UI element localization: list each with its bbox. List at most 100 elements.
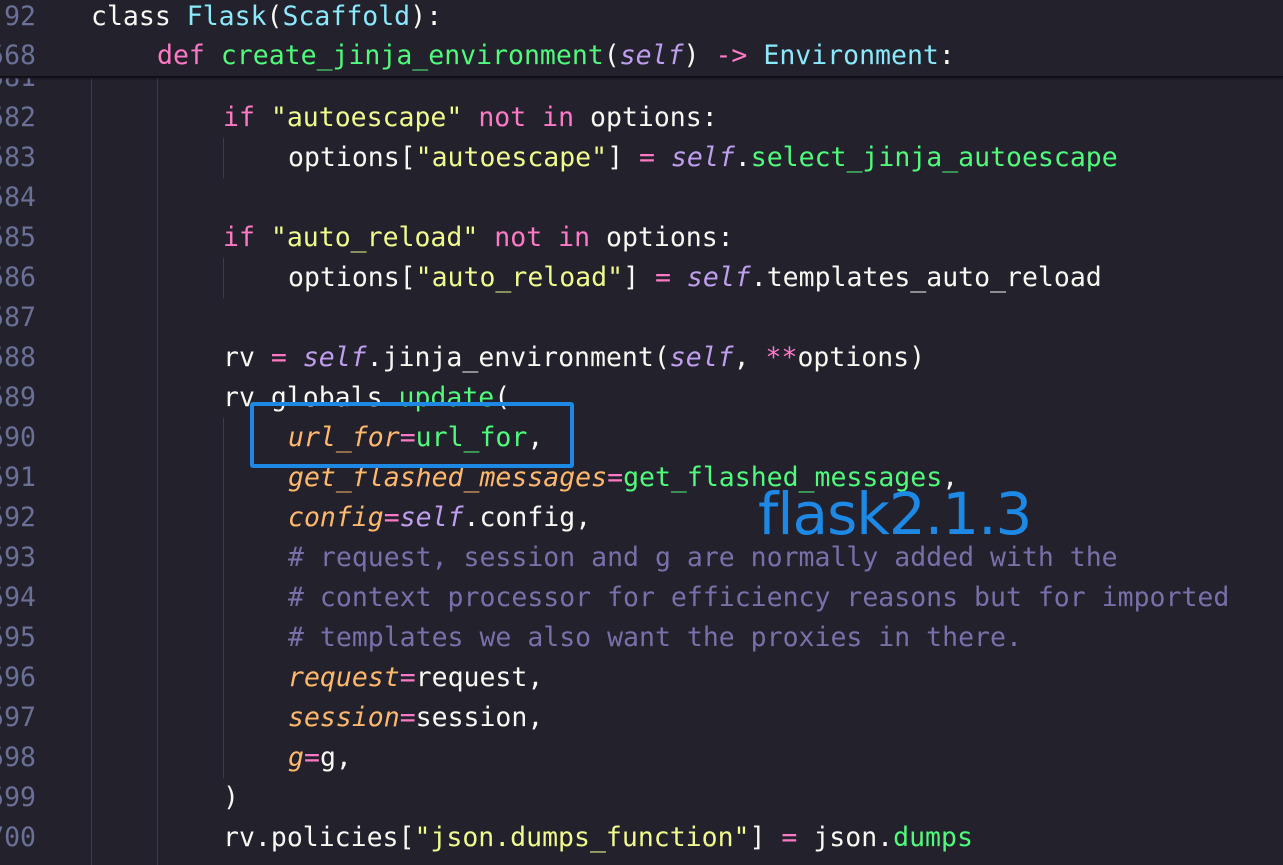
code-token: get_flashed_messages [623, 462, 943, 493]
code-line[interactable]: 596 request=request, [0, 658, 1283, 698]
code-token: , [527, 422, 544, 453]
code-line[interactable]: 584 [0, 178, 1283, 218]
code-token: update [398, 382, 495, 413]
code-token [255, 222, 271, 253]
code-token: ): [410, 1, 443, 32]
code-token: ] [607, 142, 640, 173]
code-token: not [478, 102, 527, 133]
code-line[interactable]: 598g=g, [0, 738, 1283, 778]
line-number: 582 [0, 102, 36, 133]
code-token: ( [266, 1, 283, 32]
line-number: 596 [0, 662, 36, 693]
code-token [255, 102, 271, 133]
code-token: .templates_auto_reload [750, 262, 1102, 293]
version-annotation: flask2.1.3 [758, 480, 1032, 548]
code-token: = [607, 462, 624, 493]
code-line[interactable]: 582 if "autoescape" not in options: [0, 98, 1283, 138]
code-token: .jinja_environment( [366, 342, 670, 373]
code-token: # request, session and g are normally ad… [288, 542, 1118, 573]
code-token: "json.dumps_function" [414, 822, 750, 853]
code-token [478, 222, 494, 253]
code-text: # templates we also want the proxies in … [288, 618, 1022, 658]
code-line[interactable]: 594 # context processor for efficiency re… [0, 578, 1283, 618]
code-text: rv = self.jinja_environment(self, **opti… [223, 338, 925, 378]
code-token: rv [223, 342, 271, 373]
code-line[interactable]: 595# templates we also want the proxies … [0, 618, 1283, 658]
line-number: 592 [0, 502, 36, 533]
code-token: select_jinja_autoescape [750, 142, 1118, 173]
line-number: 589 [0, 382, 36, 413]
code-line[interactable]: 588 rv = self.jinja_environment(self, **o… [0, 338, 1283, 378]
code-line[interactable]: 590url_for=url_for, [0, 418, 1283, 458]
code-token: def [157, 40, 205, 71]
code-text: request=request, [288, 658, 543, 698]
line-number: 586 [0, 262, 36, 293]
code-token [671, 262, 687, 293]
code-text: options["autoescape"] = self.select_jinj… [288, 138, 1118, 178]
code-line[interactable]: 587 [0, 298, 1283, 338]
code-token: not [494, 222, 543, 253]
code-token: create_jinja_environment [220, 40, 604, 71]
line-number: 585 [0, 222, 36, 253]
code-token: ] [749, 822, 782, 853]
line-number: 594 [0, 582, 36, 613]
code-line[interactable]: 568def create_jinja_environment(self) ->… [0, 36, 1283, 76]
code-token: .config, [463, 502, 592, 533]
code-token: in [558, 222, 591, 253]
code-line[interactable]: 583 options["autoescape"] = self.select_j… [0, 138, 1283, 178]
code-text: def create_jinja_environment(self) -> En… [157, 36, 955, 76]
code-token [747, 40, 763, 71]
code-token: -> [715, 40, 748, 71]
code-text: url_for=url_for, [288, 418, 543, 458]
code-token: request, [415, 662, 544, 693]
code-token: self [670, 142, 735, 173]
code-text: config=self.config, [288, 498, 591, 538]
code-token: ) [683, 40, 716, 71]
code-token: dumps [893, 822, 973, 853]
code-token: if [223, 222, 255, 253]
code-token [462, 102, 478, 133]
code-token: , [942, 462, 959, 493]
code-line[interactable]: 585 if "auto_reload" not in options: [0, 218, 1283, 258]
code-token: "auto_reload" [415, 262, 624, 293]
code-line[interactable]: 591get_flashed_messages=get_flashed_mess… [0, 458, 1283, 498]
code-text: class Flask(Scaffold): [91, 0, 442, 37]
code-line[interactable]: 593 # request, session and g are normally… [0, 538, 1283, 578]
line-number: 583 [0, 142, 36, 173]
code-token: = [399, 662, 416, 693]
code-line[interactable]: 597session=session, [0, 698, 1283, 738]
indent-guide [157, 78, 158, 865]
code-line[interactable]: 592 config=self.config, [0, 498, 1283, 538]
code-token: = [303, 742, 320, 773]
code-token: "auto_reload" [270, 222, 479, 253]
code-line[interactable]: 589rv.globals.update( [0, 378, 1283, 418]
code-token: = [654, 262, 671, 293]
code-token: Flask [186, 1, 267, 32]
indent-guide [223, 258, 224, 298]
code-token: rv.policies[ [223, 822, 415, 853]
code-token: options[ [288, 262, 416, 293]
code-text: ) [223, 778, 239, 818]
line-number: 588 [0, 342, 36, 373]
code-token: url_for [415, 422, 528, 453]
code-token: g, [319, 742, 352, 773]
code-line[interactable]: 599) [0, 778, 1283, 818]
sticky-scroll-shadow [0, 76, 1283, 80]
indent-guide [223, 138, 224, 178]
code-token: self [302, 342, 367, 373]
code-text: # context processor for efficiency reaso… [288, 578, 1229, 618]
sticky-scroll-header [0, 0, 1283, 78]
line-number: 593 [0, 542, 36, 573]
code-token [542, 222, 558, 253]
code-text: if "autoescape" not in options: [223, 98, 718, 138]
code-token [655, 142, 671, 173]
code-line[interactable]: 586options["auto_reload"] = self.templat… [0, 258, 1283, 298]
indent-guide [223, 418, 224, 778]
line-number: 591 [0, 462, 36, 493]
code-token: options) [797, 342, 926, 373]
code-line[interactable]: 700rv.policies["json.dumps_function"] = … [0, 818, 1283, 858]
code-text: if "auto_reload" not in options: [223, 218, 734, 258]
code-token: = [399, 422, 416, 453]
